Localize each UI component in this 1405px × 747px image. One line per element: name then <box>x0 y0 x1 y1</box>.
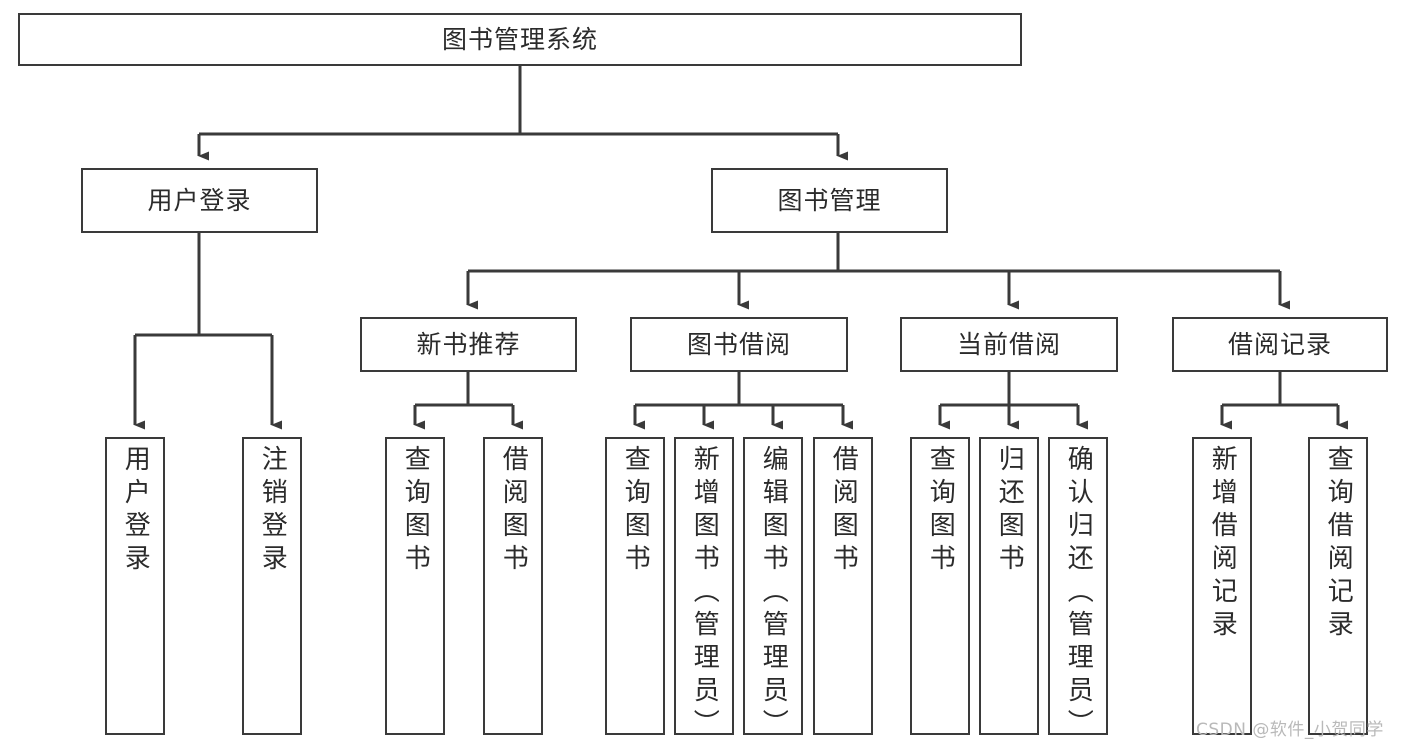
node-user-login[interactable]: 用户登录 <box>81 168 318 233</box>
node-label: 借阅记录 <box>1227 329 1332 359</box>
node-book-management[interactable]: 图书管理 <box>711 168 948 233</box>
leaf-add-borrow-record[interactable]: 新增借阅记录 <box>1192 437 1252 735</box>
leaf-confirm-return-admin[interactable]: 确认归还（管理员） <box>1048 437 1108 742</box>
node-label: 新增图书（管理员） <box>689 445 720 742</box>
node-label: 注销登录 <box>257 445 288 577</box>
node-borrow-record[interactable]: 借阅记录 <box>1172 317 1388 372</box>
leaf-return-book[interactable]: 归还图书 <box>979 437 1039 735</box>
node-label: 编辑图书（管理员） <box>758 445 789 742</box>
leaf-add-book-admin[interactable]: 新增图书（管理员） <box>674 437 734 742</box>
node-label: 查询借阅记录 <box>1323 445 1354 643</box>
leaf-query-borrow-record[interactable]: 查询借阅记录 <box>1308 437 1368 735</box>
node-label: 用户登录 <box>120 445 151 577</box>
node-label: 图书管理系统 <box>441 24 598 54</box>
node-label: 图书借阅 <box>686 329 791 359</box>
leaf-logout[interactable]: 注销登录 <box>242 437 302 735</box>
leaf-edit-book-admin[interactable]: 编辑图书（管理员） <box>743 437 803 742</box>
node-label: 用户登录 <box>147 185 252 215</box>
node-root-book-management-system[interactable]: 图书管理系统 <box>18 13 1022 66</box>
node-label: 当前借阅 <box>956 329 1061 359</box>
leaf-borrow-book-borrow[interactable]: 借阅图书 <box>813 437 873 735</box>
node-label: 新增借阅记录 <box>1207 445 1238 643</box>
node-current-borrow[interactable]: 当前借阅 <box>900 317 1118 372</box>
node-label: 新书推荐 <box>416 329 521 359</box>
leaf-query-book-current[interactable]: 查询图书 <box>910 437 970 735</box>
node-label: 查询图书 <box>925 445 956 577</box>
leaf-query-book-borrow[interactable]: 查询图书 <box>605 437 665 735</box>
watermark-text: CSDN @软件_小贺同学 <box>1196 720 1384 740</box>
node-label: 查询图书 <box>620 445 651 577</box>
node-label: 图书管理 <box>777 185 882 215</box>
node-label: 借阅图书 <box>498 445 529 577</box>
node-label: 归还图书 <box>994 445 1025 577</box>
leaf-query-book-new-recommend[interactable]: 查询图书 <box>385 437 445 735</box>
node-book-borrow[interactable]: 图书借阅 <box>630 317 848 372</box>
csdn-watermark: CSDN @软件_小贺同学 <box>1196 715 1384 740</box>
node-label: 查询图书 <box>400 445 431 577</box>
node-new-book-recommend[interactable]: 新书推荐 <box>360 317 577 372</box>
leaf-borrow-book-new-recommend[interactable]: 借阅图书 <box>483 437 543 735</box>
node-label: 确认归还（管理员） <box>1063 445 1094 742</box>
node-label: 借阅图书 <box>828 445 859 577</box>
leaf-user-login[interactable]: 用户登录 <box>105 437 165 735</box>
